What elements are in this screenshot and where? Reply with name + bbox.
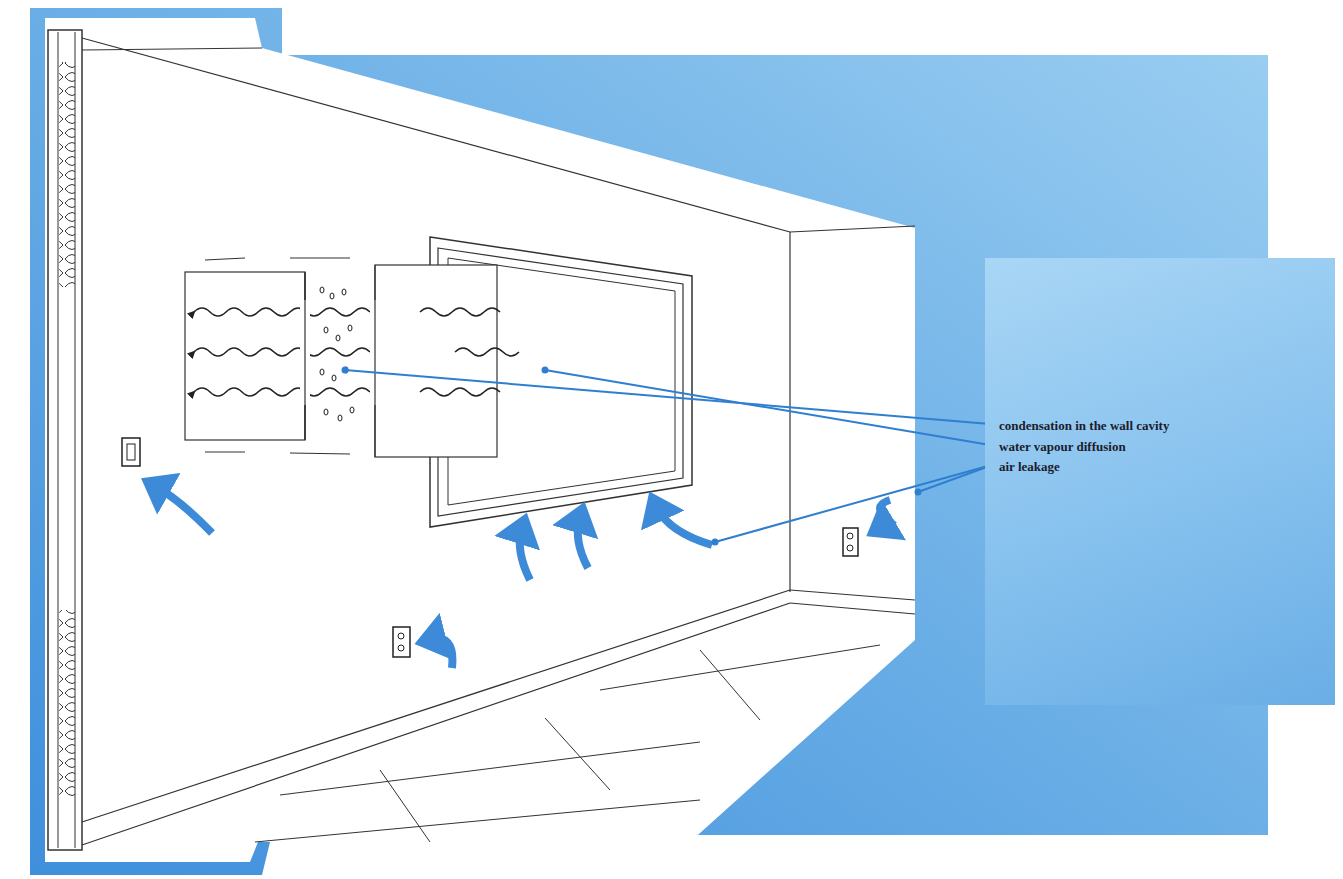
condensation-drops (320, 287, 354, 421)
vapour-wave (194, 308, 370, 316)
vapour-wave (194, 348, 370, 356)
air-arrow (520, 528, 530, 580)
leader-line (345, 370, 990, 424)
room-cutout (45, 18, 915, 862)
leader-dot (543, 368, 548, 373)
baseboard (82, 603, 790, 845)
drop (342, 289, 346, 295)
wave-gap (370, 300, 378, 405)
outlet-socket (398, 645, 404, 651)
insulation (59, 62, 75, 287)
light-switch-plate (127, 444, 135, 460)
cut-mark (205, 451, 245, 452)
drop (350, 407, 354, 413)
wall-section-line (58, 32, 59, 848)
ceiling-edge (82, 38, 790, 232)
air-arrow (880, 500, 890, 528)
cut-mark (205, 258, 245, 260)
label-box: condensation in the wall cavity water vap… (985, 258, 1335, 705)
baseboard (790, 590, 915, 600)
wall-layer-panel (185, 272, 305, 440)
outlet-socket (847, 545, 853, 551)
outlet-socket (398, 633, 404, 639)
vapour-wave (420, 388, 500, 396)
air-arrow (656, 506, 712, 545)
vapour-waves (194, 308, 519, 396)
drop (320, 369, 324, 375)
air-arrow (578, 517, 588, 568)
tile-line (255, 800, 700, 842)
leader-line (715, 464, 995, 542)
callout-label: water vapour diffusion (999, 439, 1126, 455)
background-panel (30, 8, 1268, 875)
ceiling-edge (82, 48, 262, 50)
vapour-wave (455, 348, 519, 356)
leader-line (918, 464, 995, 492)
wall-layer-edge (304, 272, 305, 440)
cut-mark (290, 453, 350, 454)
tile-line (700, 650, 760, 720)
drop (324, 327, 328, 333)
outlet-socket (847, 533, 853, 539)
wall-layer-edge (304, 272, 305, 440)
leader-dot (916, 490, 921, 495)
vapour-wave (194, 388, 370, 396)
wall-outlet (393, 627, 410, 657)
cut-marks (205, 258, 350, 454)
air-arrow (430, 638, 452, 668)
wall-layer-edge (374, 265, 375, 457)
cut-mark (290, 257, 350, 258)
drop (338, 415, 342, 421)
floor-tiles (255, 645, 880, 842)
leader-dot (713, 540, 718, 545)
light-switch (122, 438, 140, 466)
air-arrow (155, 486, 212, 533)
drop (330, 293, 334, 299)
leader-line (545, 370, 990, 445)
drop (324, 409, 328, 415)
wall-layer-panel (375, 265, 497, 457)
drop (336, 335, 340, 341)
tile-line (600, 645, 880, 690)
baseboard (82, 590, 790, 822)
insulation (59, 610, 75, 800)
baseboard (790, 603, 915, 614)
drop (348, 325, 352, 331)
ceiling-edge (790, 226, 915, 232)
tile-line (280, 742, 700, 795)
drop (332, 375, 336, 381)
drop (320, 287, 324, 293)
air-leakage-arrows (155, 486, 890, 668)
wall-outlet (843, 528, 858, 556)
callout-label: air leakage (999, 459, 1060, 475)
leader-lines (343, 368, 996, 545)
wall-section (48, 30, 82, 850)
callout-label: condensation in the wall cavity (999, 418, 1169, 434)
tile-line (380, 770, 430, 842)
leader-dot (343, 368, 348, 373)
vapour-wave (420, 308, 500, 316)
tile-line (545, 718, 610, 790)
